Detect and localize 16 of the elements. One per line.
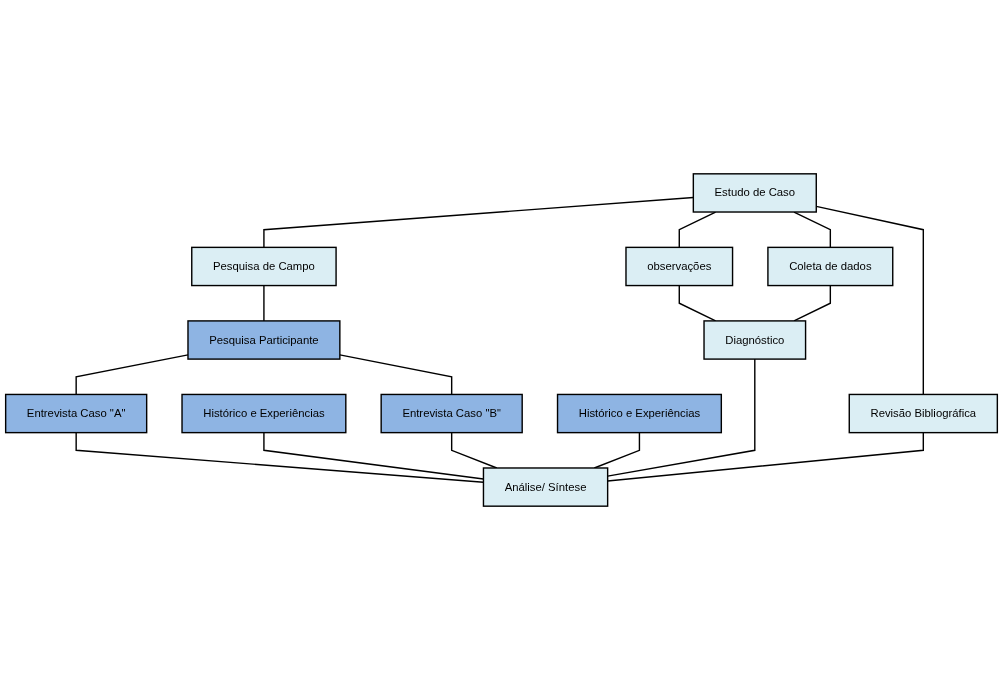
node-box: Entrevista Caso "A" <box>4 393 148 434</box>
node-box: Estudo de Caso <box>692 173 817 213</box>
connector <box>339 354 453 396</box>
node-box: Análise/ Síntese <box>482 467 609 507</box>
node-box: Histórico e Experiências <box>181 393 347 434</box>
node-box: observações <box>625 246 734 287</box>
node-box: Pesquisa Participante <box>187 320 341 360</box>
node-box: Coleta de dados <box>767 246 894 287</box>
node-box: Diagnóstico <box>703 320 807 360</box>
node-box: Entrevista Caso "B" <box>380 393 523 434</box>
connector <box>793 284 832 322</box>
node-box: Histórico e Experiências <box>556 393 723 434</box>
connector <box>793 211 832 249</box>
node-box: Pesquisa de Campo <box>191 246 337 287</box>
node-box: Revisão Bibliográfica <box>848 393 999 434</box>
connector <box>263 284 265 322</box>
